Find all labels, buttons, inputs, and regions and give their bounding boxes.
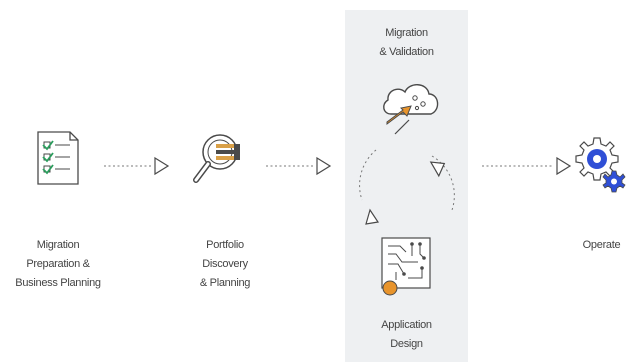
cycle-arrows	[359, 149, 455, 225]
arrow-3	[482, 156, 572, 176]
migration-cycle-panel	[345, 10, 468, 362]
stage-label-operate: Operate	[582, 239, 621, 251]
checklist-icon	[37, 131, 79, 185]
stage-label-migration: Migration & Validation	[379, 27, 434, 58]
arrow-2	[266, 156, 332, 176]
circuit-board-icon	[381, 237, 431, 296]
stage-label-portfolio: Portfolio Discovery & Planning	[199, 239, 251, 289]
arrow-1	[104, 156, 170, 176]
stage-label-application: Application Design	[381, 319, 432, 350]
cloud-upload-icon	[383, 84, 439, 135]
stage-label-preparation: Migration Preparation & Business Plannin…	[15, 239, 101, 289]
gears-icon	[575, 137, 626, 193]
magnifier-icon	[193, 134, 240, 183]
